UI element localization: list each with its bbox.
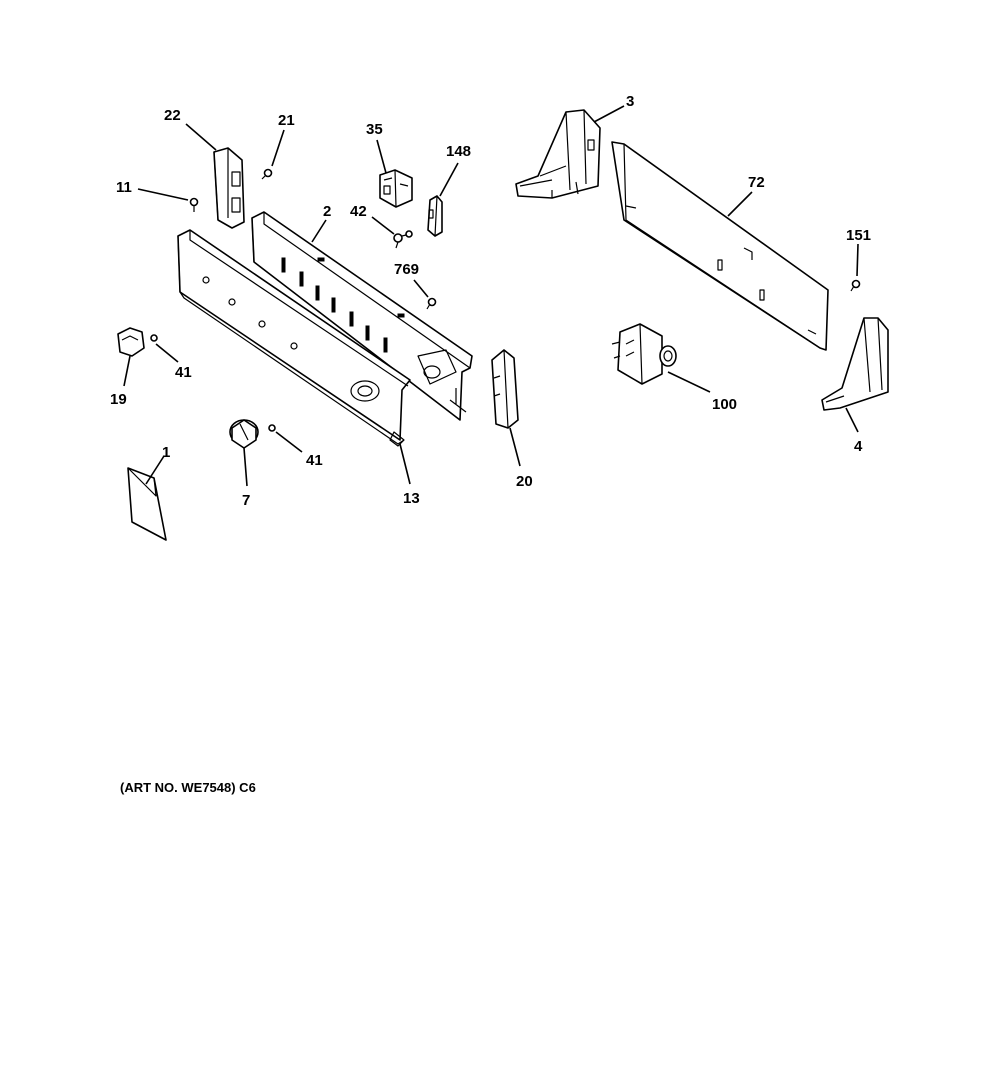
callout-11: 11 xyxy=(116,179,132,196)
part-148-switch xyxy=(427,195,443,237)
callout-35: 35 xyxy=(366,121,383,138)
art-number-note: (ART NO. WE7548) C6 xyxy=(120,780,256,795)
leader-2 xyxy=(311,219,327,243)
part-72-rear-panel xyxy=(611,141,829,351)
leader-4 xyxy=(845,407,859,433)
part-41-clip-upper xyxy=(150,334,158,342)
part-769-screw xyxy=(426,297,437,310)
callout-21: 21 xyxy=(278,112,295,129)
leader-22 xyxy=(185,123,217,151)
callout-1: 1 xyxy=(162,444,170,461)
callout-22: 22 xyxy=(164,107,181,124)
callout-100: 100 xyxy=(712,396,737,413)
part-3-end-bracket xyxy=(515,109,601,199)
leader-11 xyxy=(137,188,189,201)
part-19-knob xyxy=(117,327,145,357)
callout-148: 148 xyxy=(446,143,471,160)
part-2-inner-panel xyxy=(251,211,473,421)
callout-41-lower: 41 xyxy=(306,452,323,469)
part-35-switch xyxy=(379,169,413,208)
leader-42 xyxy=(371,216,395,235)
part-100-timer xyxy=(611,323,677,385)
leader-100 xyxy=(667,371,711,393)
callout-4: 4 xyxy=(854,438,863,455)
callout-19: 19 xyxy=(110,391,127,408)
callout-41-upper: 41 xyxy=(175,364,192,381)
callout-769: 769 xyxy=(394,261,419,278)
part-11-screw xyxy=(189,197,199,212)
leader-35 xyxy=(376,139,387,174)
leader-151 xyxy=(856,243,859,277)
part-21-screw xyxy=(261,168,273,180)
leader-7 xyxy=(243,447,248,487)
part-7-knob xyxy=(229,419,259,449)
leader-3 xyxy=(593,105,625,123)
callout-3: 3 xyxy=(626,93,634,110)
leader-13 xyxy=(399,443,411,485)
part-20-endcap xyxy=(491,349,519,429)
leader-1 xyxy=(145,455,165,485)
part-42-screw xyxy=(393,230,413,249)
leader-148 xyxy=(439,162,459,197)
part-1-envelope xyxy=(127,467,167,541)
leader-20 xyxy=(509,427,521,467)
callout-7: 7 xyxy=(242,492,250,509)
callout-20: 20 xyxy=(516,473,533,490)
leader-41-upper xyxy=(155,343,179,363)
leader-19 xyxy=(123,355,131,387)
callout-151: 151 xyxy=(846,227,871,244)
part-22-bracket xyxy=(213,147,245,229)
leader-41-lower xyxy=(275,431,303,453)
part-41-clip-lower xyxy=(268,424,276,432)
leader-21 xyxy=(271,129,285,167)
part-4-end-bracket xyxy=(821,317,889,411)
callout-42: 42 xyxy=(350,203,367,220)
callout-2: 2 xyxy=(323,203,331,220)
leader-72 xyxy=(727,191,753,217)
part-151-screw xyxy=(850,279,861,292)
part-13-control-panel xyxy=(177,229,411,447)
callout-13: 13 xyxy=(403,490,420,507)
callout-72: 72 xyxy=(748,174,765,191)
leader-769 xyxy=(413,279,429,298)
